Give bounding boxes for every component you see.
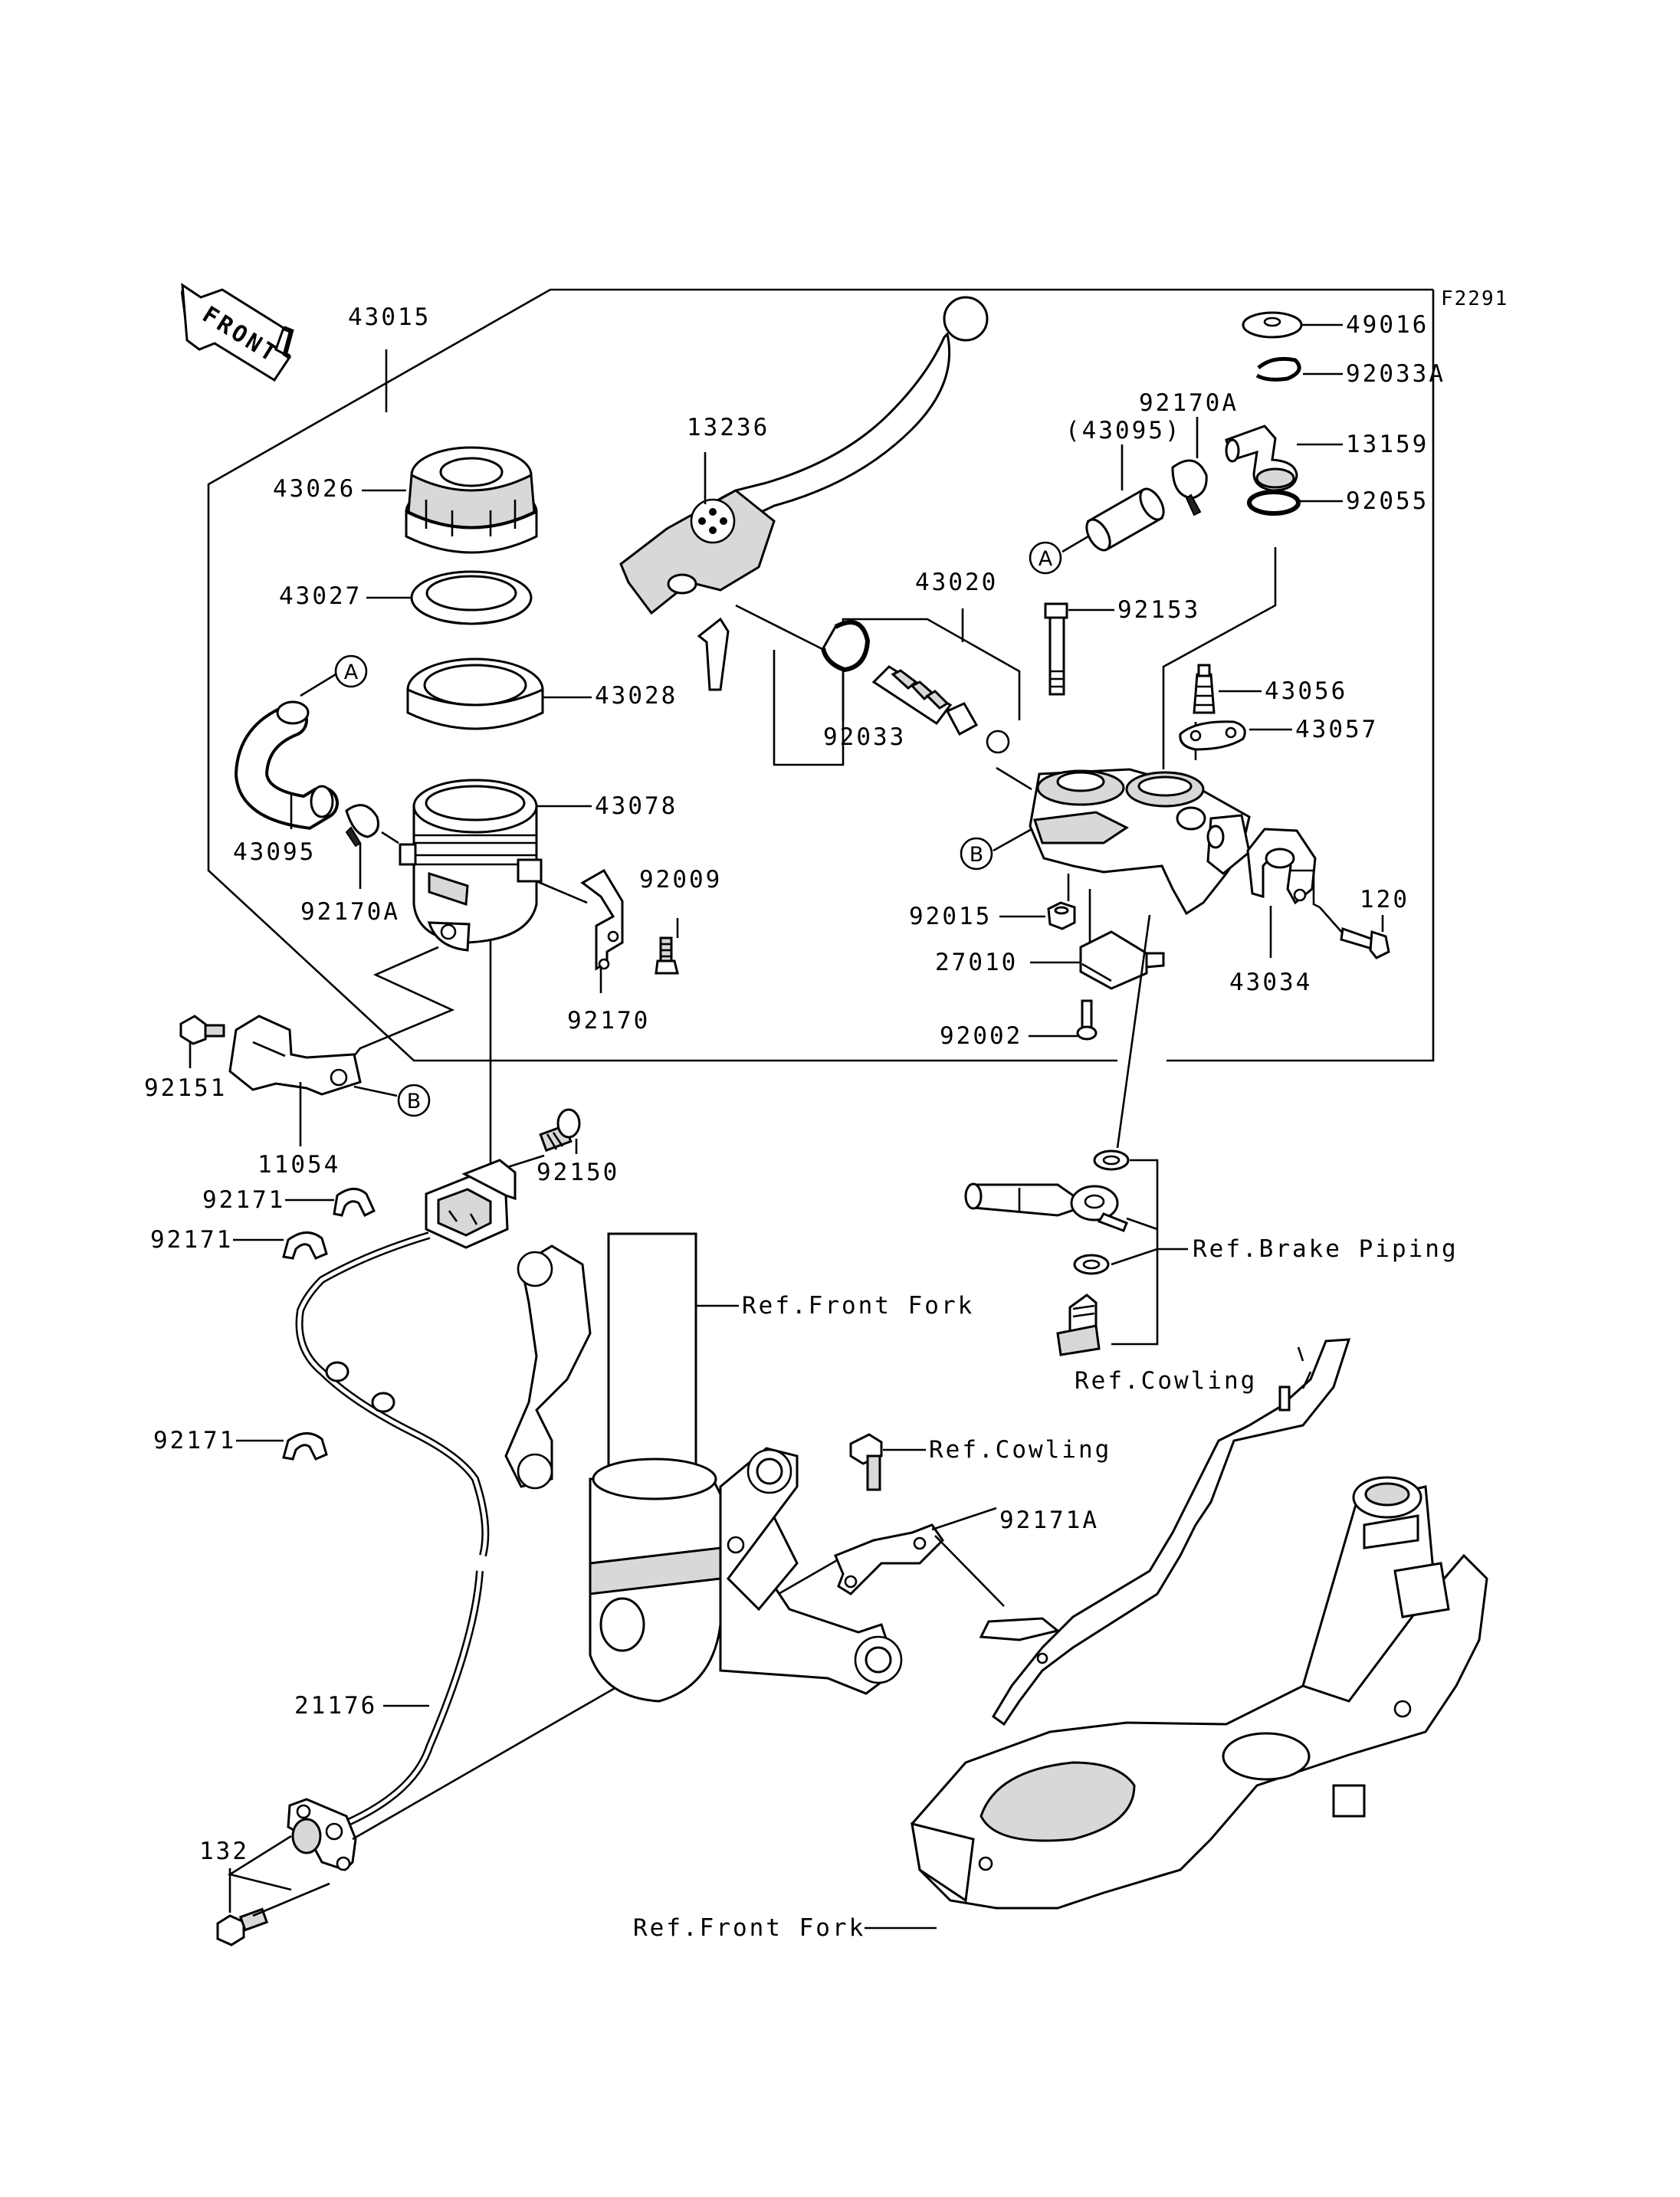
figure-code: F2291 xyxy=(1441,287,1508,310)
clip-92171-c xyxy=(282,1432,328,1461)
label-92033: 92033 xyxy=(823,723,906,751)
label-43078: 43078 xyxy=(595,792,678,820)
assembly-outline xyxy=(207,288,1435,1062)
caliper-bracket xyxy=(719,1447,903,1695)
label-92151: 92151 xyxy=(144,1074,227,1102)
label-120: 120 xyxy=(1360,886,1409,913)
circlip-92033 xyxy=(821,620,871,673)
hose-clamp-top xyxy=(1171,459,1208,516)
screw-92002 xyxy=(1076,999,1098,1041)
label-43095-ref: (43095) xyxy=(1065,417,1182,444)
bracket-92171A xyxy=(834,1523,944,1595)
handlebar-clamp xyxy=(1246,828,1317,905)
label-43095: 43095 xyxy=(233,838,316,866)
label-92055: 92055 xyxy=(1346,487,1429,515)
hose-clamp-left xyxy=(345,804,399,848)
label-43057: 43057 xyxy=(1295,716,1378,743)
bolt-92009 xyxy=(655,936,679,975)
label-92153: 92153 xyxy=(1117,596,1200,624)
label-11054: 11054 xyxy=(258,1151,340,1179)
triple-clamp xyxy=(911,1553,1488,1910)
label-43015: 43015 xyxy=(348,303,431,331)
sensor-cable xyxy=(295,1231,490,1828)
callout-b-center: B xyxy=(960,837,993,871)
reservoir-hose xyxy=(234,700,339,830)
banjo-fitting xyxy=(964,1182,1128,1232)
label-92171-a: 92171 xyxy=(202,1186,285,1214)
oring-92055 xyxy=(1247,490,1301,516)
clip-92171-b xyxy=(282,1231,328,1260)
banjo-bolt xyxy=(1056,1294,1101,1356)
hose-joint-13159 xyxy=(1225,425,1298,492)
diaphragm-plate xyxy=(410,570,533,625)
reservoir-body xyxy=(399,779,543,952)
label-43020: 43020 xyxy=(915,569,998,596)
label-92171-b: 92171 xyxy=(150,1226,233,1254)
label-49016: 49016 xyxy=(1346,311,1429,339)
label-92170: 92170 xyxy=(567,1007,650,1035)
label-92009: 92009 xyxy=(639,866,722,894)
label-92171-c: 92171 xyxy=(153,1427,236,1454)
label-ref-cowling-top: Ref.Cowling xyxy=(1075,1367,1257,1395)
callout-b-left: B xyxy=(397,1084,431,1117)
label-92170A-top: 92170A xyxy=(1139,389,1239,417)
label-ref-front-fork-top: Ref.Front Fork xyxy=(742,1292,974,1320)
label-27010: 27010 xyxy=(935,949,1018,976)
label-21176: 21176 xyxy=(294,1692,377,1720)
label-13236: 13236 xyxy=(687,414,769,441)
label-132: 132 xyxy=(199,1838,249,1865)
cap-49016 xyxy=(1242,311,1303,339)
label-13159: 13159 xyxy=(1346,431,1429,458)
label-ref-front-fork-bottom: Ref.Front Fork xyxy=(633,1914,865,1942)
callout-a-left: A xyxy=(334,654,368,688)
washer-upper xyxy=(1093,1149,1130,1171)
fork-arm xyxy=(504,1244,592,1490)
hose-segment-43095 xyxy=(1085,487,1165,552)
reservoir-cap xyxy=(405,446,538,554)
front-fork-tube xyxy=(589,1232,722,1703)
label-43034: 43034 xyxy=(1229,969,1312,996)
bracket-11054 xyxy=(228,1015,362,1096)
svg-text:A: A xyxy=(1039,547,1053,571)
diaphragm xyxy=(406,657,544,730)
bolt-92150 xyxy=(539,1108,581,1153)
nut-92015 xyxy=(1047,901,1076,930)
washer-lower xyxy=(1073,1254,1110,1275)
callout-a-right: A xyxy=(1029,541,1062,575)
circlip-92033A xyxy=(1255,356,1301,382)
bleeder-cap xyxy=(1179,720,1246,751)
cowling-stay xyxy=(979,1338,1351,1726)
label-43026: 43026 xyxy=(273,475,356,503)
label-92171A: 92171A xyxy=(999,1507,1099,1534)
brake-lever xyxy=(619,296,989,691)
bolt-92151 xyxy=(179,1015,225,1045)
svg-text:B: B xyxy=(407,1090,422,1113)
bolt-120 xyxy=(1340,926,1390,959)
label-92002: 92002 xyxy=(940,1022,1022,1050)
label-92015: 92015 xyxy=(909,903,992,930)
bolt-cowling-mid xyxy=(849,1433,883,1491)
bolt-132 xyxy=(216,1907,269,1946)
svg-text:A: A xyxy=(344,661,359,684)
svg-text:B: B xyxy=(970,843,984,867)
clip-92171-a xyxy=(333,1188,376,1218)
piston-assembly xyxy=(871,665,1010,754)
brake-switch xyxy=(1079,930,1165,990)
label-43056: 43056 xyxy=(1265,677,1347,705)
label-ref-brake-piping: Ref.Brake Piping xyxy=(1193,1235,1459,1263)
bracket-92170 xyxy=(580,868,624,971)
label-92170A-left: 92170A xyxy=(300,898,400,926)
label-92150: 92150 xyxy=(536,1159,619,1186)
bolt-92153 xyxy=(1044,602,1068,696)
sensor-connector xyxy=(425,1159,517,1249)
bleeder-valve xyxy=(1193,664,1216,714)
wheel-speed-sensor xyxy=(287,1798,357,1871)
label-43027: 43027 xyxy=(279,582,362,610)
label-43028: 43028 xyxy=(595,682,678,710)
front-arrow-icon: FRONT xyxy=(181,283,294,382)
label-92033A: 92033A xyxy=(1346,360,1445,388)
label-ref-cowling-mid: Ref.Cowling xyxy=(929,1436,1111,1464)
master-cylinder-body xyxy=(1029,768,1251,916)
